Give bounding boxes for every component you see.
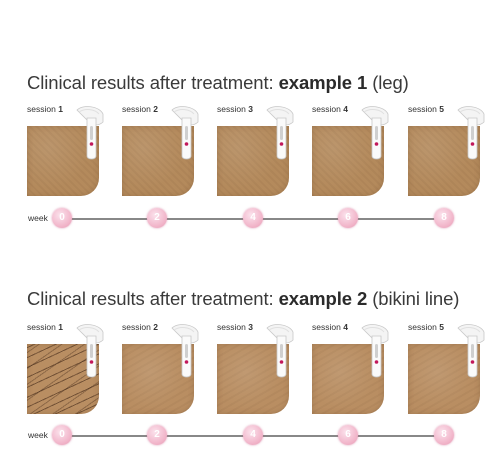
session-label: session 2 — [122, 104, 158, 114]
ipl-device-icon — [171, 106, 199, 160]
example-2-title: Clinical results after treatment: exampl… — [27, 288, 460, 309]
week-marker: 2 — [147, 208, 167, 228]
ipl-device-icon — [361, 324, 389, 378]
week-marker: 8 — [434, 208, 454, 228]
session-label: session 4 — [312, 104, 348, 114]
session-2-photo: session 2 — [122, 104, 202, 214]
session-5-photo: session 5 — [408, 104, 488, 214]
session-4-photo: session 4 — [312, 322, 392, 432]
week-label: week — [28, 430, 48, 440]
week-marker: 8 — [434, 425, 454, 445]
session-4-photo: session 4 — [312, 104, 392, 214]
session-label: session 5 — [408, 322, 444, 332]
example-1-section: Clinical results after treatment: exampl… — [0, 72, 500, 230]
ipl-device-icon — [457, 324, 485, 378]
session-3-photo: session 3 — [217, 104, 297, 214]
session-label: session 3 — [217, 104, 253, 114]
week-marker: 0 — [52, 208, 72, 228]
session-1-photo: session 1 — [27, 322, 107, 432]
ipl-device-icon — [361, 106, 389, 160]
session-label: session 5 — [408, 104, 444, 114]
ipl-device-icon — [266, 324, 294, 378]
week-label: week — [28, 213, 48, 223]
session-3-photo: session 3 — [217, 322, 297, 432]
ipl-device-icon — [266, 106, 294, 160]
example-1-title: Clinical results after treatment: exampl… — [27, 72, 409, 93]
skin-photo — [217, 344, 289, 414]
week-marker: 6 — [338, 425, 358, 445]
example-2-section: Clinical results after treatment: exampl… — [0, 222, 500, 450]
week-timeline: week 0 2 4 6 8 — [0, 208, 500, 230]
week-marker: 6 — [338, 208, 358, 228]
ipl-device-icon — [457, 106, 485, 160]
week-marker: 4 — [243, 208, 263, 228]
week-marker: 0 — [52, 425, 72, 445]
session-label: session 1 — [27, 104, 63, 114]
session-2-photo: session 2 — [122, 322, 202, 432]
ipl-device-icon — [76, 106, 104, 160]
session-label: session 3 — [217, 322, 253, 332]
session-1-photo: session 1 — [27, 104, 107, 214]
session-label: session 4 — [312, 322, 348, 332]
ipl-device-icon — [171, 324, 199, 378]
week-marker: 2 — [147, 425, 167, 445]
skin-photo — [217, 126, 289, 196]
week-marker: 4 — [243, 425, 263, 445]
ipl-device-icon — [76, 324, 104, 378]
session-label: session 2 — [122, 322, 158, 332]
session-5-photo: session 5 — [408, 322, 488, 432]
session-label: session 1 — [27, 322, 63, 332]
week-timeline: week 0 2 4 6 8 — [0, 425, 500, 447]
